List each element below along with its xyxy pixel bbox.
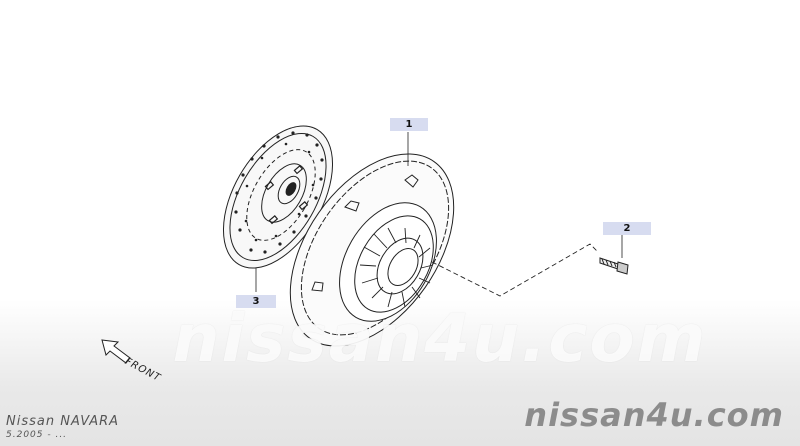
callout-2: 2 bbox=[603, 222, 651, 235]
front-arrow-icon bbox=[101, 339, 131, 364]
bolt[interactable] bbox=[599, 233, 629, 275]
callout-1: 1 bbox=[390, 118, 428, 131]
model-name: Nissan NAVARA bbox=[6, 414, 120, 429]
callout-3: 3 bbox=[236, 295, 276, 308]
footer-background bbox=[0, 300, 800, 446]
brand-logo: nissan4u.com bbox=[524, 396, 784, 434]
clutch-cover[interactable] bbox=[257, 124, 487, 376]
watermark: nissan4u.com bbox=[172, 300, 708, 377]
production-period: 5.2005 - ... bbox=[6, 430, 68, 440]
leader-line bbox=[431, 243, 599, 297]
